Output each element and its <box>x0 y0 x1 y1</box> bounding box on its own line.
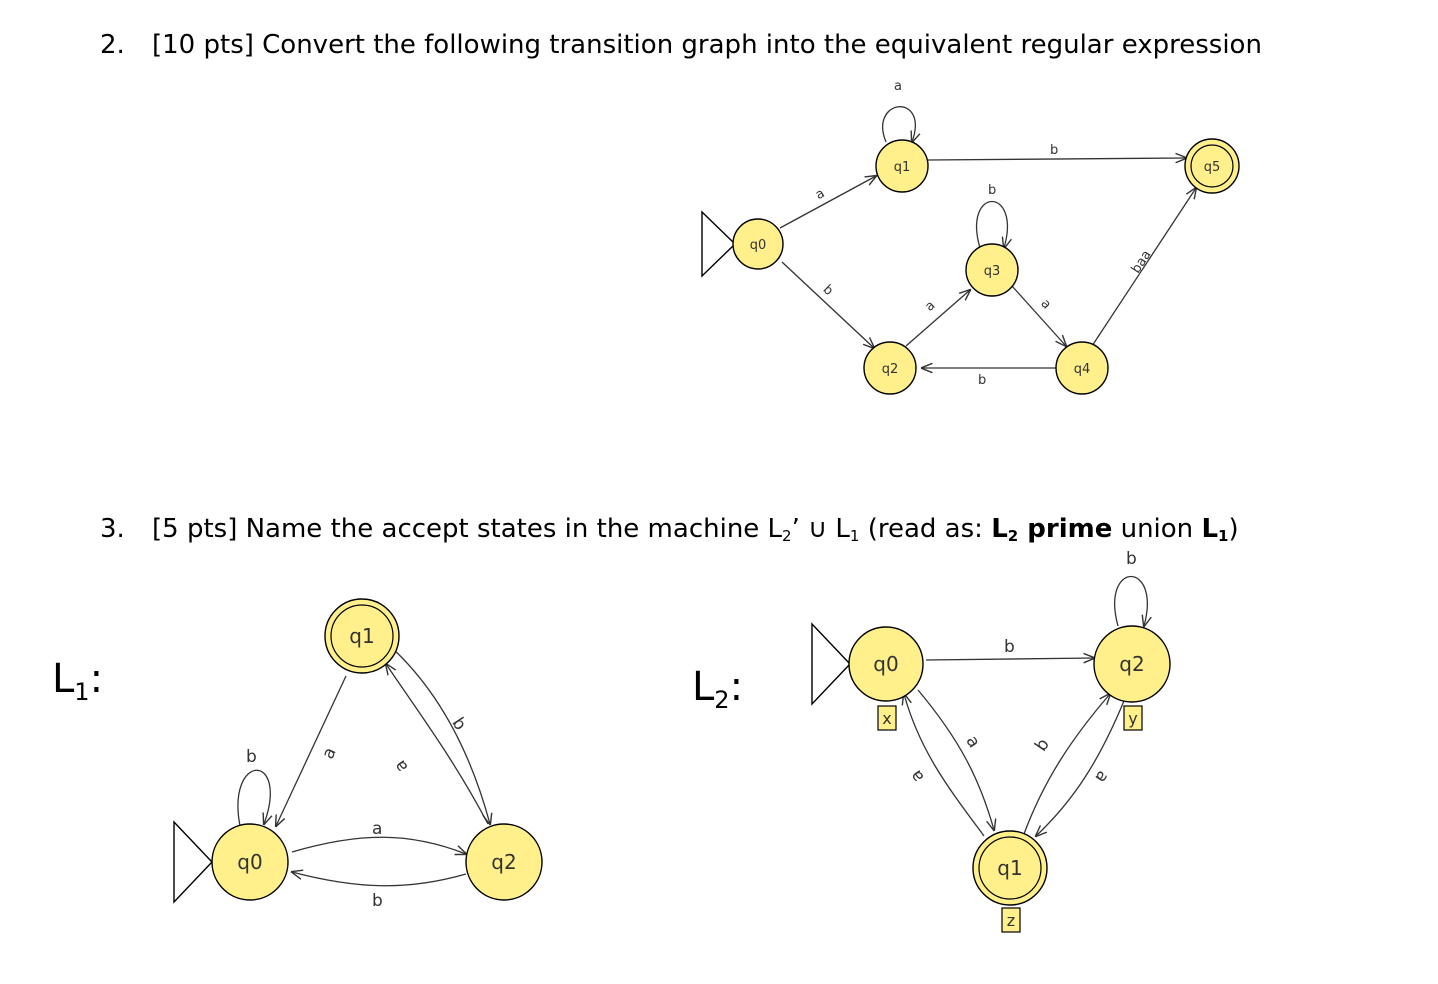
q3-text-e: ) <box>1228 514 1239 544</box>
d1-loop-q3 <box>975 200 1008 249</box>
question-3: 3. [5 pts] Name the accept states in the … <box>100 514 1239 545</box>
svg-text:x: x <box>882 709 891 728</box>
l2-state-q2: q2 <box>1093 625 1171 703</box>
l2-edge-q0-q1 <box>917 689 994 830</box>
d1-label-q1-loop: a <box>894 79 902 94</box>
svg-text:q4: q4 <box>1074 362 1091 377</box>
q3-text-b: ’ ∪ L <box>791 514 850 544</box>
d1-edge-q1-q5 <box>927 158 1186 160</box>
l1-label-q0-q2: a <box>372 819 382 839</box>
q3-bold-b: prime <box>1018 514 1113 544</box>
diagram-l2: b b a a b a q0 q2 q1 x y z <box>811 549 1171 933</box>
l2-edge-q2-q1 <box>1036 695 1127 836</box>
svg-text:q5: q5 <box>1204 160 1221 175</box>
l2-edge-q1-q0 <box>904 694 985 837</box>
d1-edge-q3-q4 <box>1011 285 1066 346</box>
q3-sub-1: 1 <box>849 527 860 545</box>
l2-tag-q2: y <box>1123 705 1143 731</box>
q3-bold-c: L <box>1201 514 1219 544</box>
d1-state-q3: q3 <box>965 243 1019 297</box>
l1-edge-q2-q1 <box>386 664 489 825</box>
l2-start-arrow <box>811 622 851 706</box>
l2-loop-q2 <box>1114 576 1148 627</box>
question-2-number: 2. <box>100 30 125 60</box>
d1-edge-q2-q3 <box>905 290 970 347</box>
q3-bold-sub1: 1 <box>1218 527 1229 545</box>
svg-text:q2: q2 <box>1119 652 1144 676</box>
l1-label: L1: <box>52 656 104 706</box>
l2-label: L2: <box>692 664 744 714</box>
d1-label-q1-q5: b <box>1050 143 1058 158</box>
svg-text:q1: q1 <box>894 160 911 175</box>
d1-state-q1: q1 <box>875 139 929 193</box>
svg-text:q0: q0 <box>873 652 898 676</box>
d1-edge-q0-q2 <box>781 261 874 348</box>
l2-edge-q1-q2 <box>1023 694 1110 835</box>
transition-graph-q2: a a b b b a a b baa q0 q1 q3 q2 q4 <box>701 79 1240 395</box>
d1-label-q3-loop: b <box>988 183 996 198</box>
diagram-l1: b a a b a b q1 q0 q2 <box>173 598 543 911</box>
l1-edge-q2-q0 <box>292 872 467 887</box>
l2-label-q1-q0: a <box>906 766 928 786</box>
l1-edge-q0-q2 <box>291 836 466 854</box>
svg-text:y: y <box>1128 709 1137 728</box>
d1-edge-q4-q5 <box>1091 188 1196 347</box>
l1-state-q1-accept: q1 <box>324 598 400 674</box>
l2-edge-q0-q2 <box>925 658 1094 660</box>
question-2: 2. [10 pts] Convert the following transit… <box>100 30 1262 60</box>
l1-label-q1-q2: b <box>448 714 471 734</box>
l1-label-q2-q1: a <box>390 756 412 776</box>
l1-label-q0-loop: b <box>246 747 257 767</box>
d1-state-q5-accept: q5 <box>1184 138 1240 194</box>
l2-tag-q1: z <box>1001 907 1021 933</box>
d1-label-q0-q1: a <box>813 186 827 203</box>
l2-state-q0: q0 <box>848 626 924 702</box>
question-2-text: [10 pts] Convert the following transitio… <box>152 30 1262 60</box>
d1-label-q4-q5: baa <box>1129 248 1155 276</box>
svg-text:q2: q2 <box>882 362 899 377</box>
l1-start-arrow <box>173 820 213 904</box>
q3-sub-2: 2 <box>782 527 792 545</box>
q3-bold-sub2: 2 <box>1007 527 1019 545</box>
l2-label-q1-q2: b <box>1031 735 1054 755</box>
d1-label-q3-q4: a <box>1037 296 1053 312</box>
q3-text-c: (read as: <box>859 514 992 544</box>
l2-state-q1-accept: q1 <box>972 830 1048 906</box>
svg-text:q3: q3 <box>984 264 1001 279</box>
d1-label-q2-q3: a <box>922 298 938 314</box>
svg-text:z: z <box>1007 911 1015 930</box>
l1-label-q1-q0: a <box>318 744 341 762</box>
d1-loop-q1 <box>882 106 916 142</box>
l1-edge-q1-q0 <box>276 675 347 826</box>
l1-state-q2: q2 <box>465 823 543 901</box>
d1-label-q0-q2: b <box>820 282 836 299</box>
l2-label-q0-q2: b <box>1004 637 1015 657</box>
d1-start-arrow <box>701 210 737 278</box>
question-3-number: 3. <box>100 514 125 544</box>
q3-bold-a: L <box>991 514 1008 544</box>
q3-text-d: union <box>1112 514 1202 544</box>
l2-label-q2-loop: b <box>1126 549 1137 569</box>
l1-edge-q1-q2 <box>389 645 490 824</box>
q3-text-a: [5 pts] Name the accept states in the ma… <box>152 514 783 544</box>
d1-state-q0: q0 <box>732 218 784 270</box>
d1-state-q2: q2 <box>863 341 917 395</box>
d1-label-q4-q2: b <box>978 373 986 388</box>
l1-state-q0: q0 <box>211 823 289 901</box>
svg-text:q1: q1 <box>349 624 374 648</box>
svg-text:q0: q0 <box>750 238 767 253</box>
l2-label-q0-q1: a <box>961 732 983 751</box>
d1-edge-q0-q1 <box>779 176 876 229</box>
svg-text:q2: q2 <box>491 850 516 874</box>
d1-state-q4: q4 <box>1055 341 1109 395</box>
svg-text:q1: q1 <box>997 856 1022 880</box>
svg-text:q0: q0 <box>237 850 262 874</box>
l1-loop-q0 <box>237 769 270 826</box>
l1-label-q2-q0: b <box>372 891 383 911</box>
l2-label-q2-q1: a <box>1090 767 1112 787</box>
l2-tag-q0: x <box>877 705 897 731</box>
